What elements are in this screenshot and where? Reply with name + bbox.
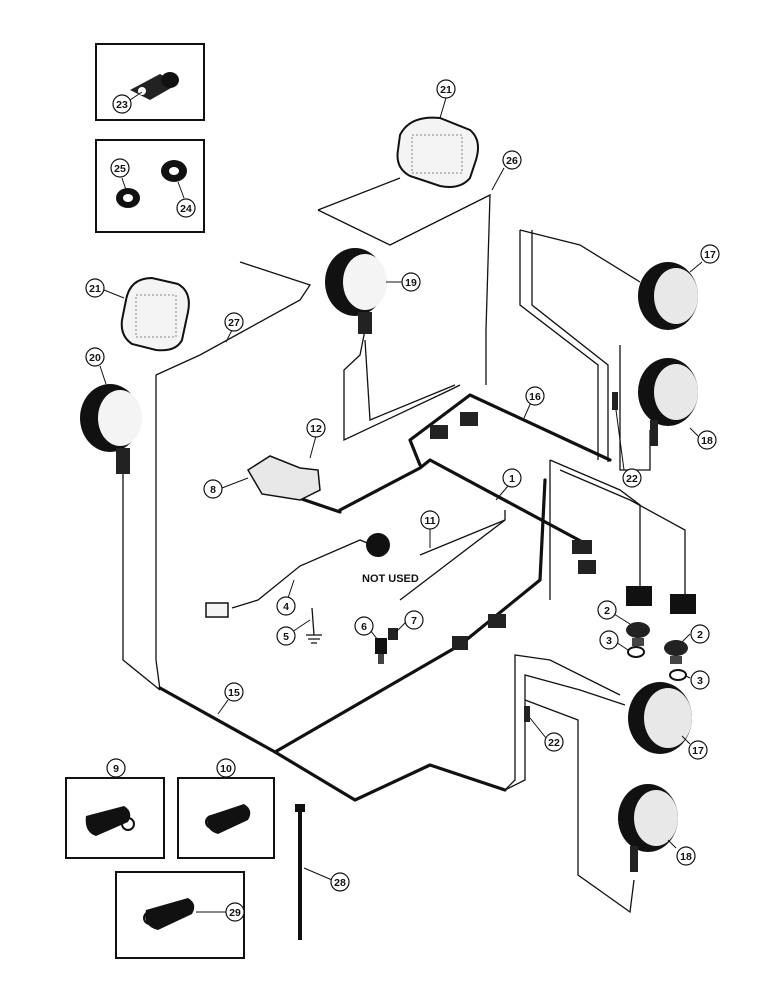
- callout-20-number: 20: [89, 352, 101, 364]
- callout-18-top: 18: [689, 427, 717, 450]
- lamp-20: [80, 384, 142, 474]
- callout-28-number: 28: [334, 877, 346, 889]
- callout-16: 16: [523, 386, 545, 419]
- callout-22-bottom-number: 22: [548, 737, 560, 749]
- callout-21-left-number: 21: [89, 283, 101, 295]
- callout-29: 29: [196, 902, 245, 922]
- callout-29-number: 29: [229, 907, 241, 919]
- part-2-switch-left: [626, 622, 650, 646]
- callout-7-number: 7: [411, 615, 417, 627]
- inset-box-clamp: [95, 43, 205, 121]
- callout-18-bottom: 18: [667, 839, 696, 866]
- callout-4: 4: [276, 579, 296, 616]
- callout-17-bottom-number: 17: [692, 745, 704, 757]
- callout-19-number: 19: [405, 277, 417, 289]
- callout-6-number: 6: [361, 621, 367, 633]
- callout-26-number: 26: [506, 155, 518, 167]
- clamp-part-23: [130, 72, 179, 100]
- callout-3-left: 3: [599, 630, 629, 651]
- callout-1: 1: [495, 468, 522, 501]
- lamp-21-left: [120, 276, 190, 352]
- callout-5-number: 5: [283, 631, 289, 643]
- callout-2-left: 2: [597, 600, 631, 625]
- part-2-switch-right: [664, 640, 688, 664]
- callout-27: 27: [224, 312, 244, 343]
- callout-19: 19: [386, 272, 421, 292]
- callout-22-top: 22: [615, 409, 642, 488]
- callout-22-top-number: 22: [626, 473, 638, 485]
- grommet-part-25: [116, 188, 140, 208]
- inset-box-terminal-9: [65, 777, 165, 859]
- callout-24-number: 24: [180, 203, 192, 215]
- callout-23: 23: [112, 91, 143, 114]
- grommet-part-24: [161, 160, 187, 182]
- callout-1-number: 1: [509, 473, 515, 485]
- lamp-18-top: [638, 358, 698, 446]
- callout-17-top-number: 17: [704, 249, 716, 261]
- lamp-21-top: [396, 116, 479, 188]
- callout-21-top-number: 21: [440, 84, 452, 96]
- callout-18-top-number: 18: [701, 435, 713, 447]
- main-harness: [158, 393, 612, 802]
- cable-tie-28: [295, 804, 305, 940]
- lamp-19: [325, 248, 387, 334]
- callout-2-right-number: 2: [697, 629, 703, 641]
- callout-15: 15: [217, 682, 244, 715]
- callout-5: 5: [276, 619, 311, 646]
- callout-21-left: 21: [85, 278, 125, 299]
- callout-7: 7: [395, 610, 424, 633]
- callout-4-number: 4: [283, 601, 289, 613]
- part-3-washer-right: [669, 669, 687, 681]
- lamp-17-bottom: [628, 682, 692, 754]
- callout-10-number: 10: [220, 763, 232, 775]
- part-6-sender: [375, 638, 387, 664]
- callout-22-bottom: 22: [529, 717, 564, 752]
- callout-17-bottom: 17: [681, 735, 708, 760]
- callout-3-left-number: 3: [606, 635, 612, 647]
- inset-box-grommets: [95, 139, 205, 233]
- inset-box-terminal-29: [115, 871, 245, 959]
- callout-2-right: 2: [681, 624, 710, 644]
- callout-10: 10: [216, 758, 236, 778]
- lamp-18-bottom: [618, 784, 678, 872]
- inset-box-terminal-10: [177, 777, 275, 859]
- callout-28: 28: [303, 867, 350, 892]
- part-3-washer-left: [627, 646, 645, 658]
- part-4-switch: [205, 533, 390, 618]
- callout-18-bottom-number: 18: [680, 851, 692, 863]
- callout-23-number: 23: [116, 99, 128, 111]
- callout-20: 20: [85, 347, 107, 385]
- callout-16-number: 16: [529, 391, 541, 403]
- callout-26: 26: [491, 150, 522, 191]
- callout-12-number: 12: [310, 423, 322, 435]
- callout-11-number: 11: [424, 515, 435, 527]
- callout-8-number: 8: [210, 484, 216, 496]
- callout-12: 12: [306, 418, 326, 459]
- callout-9: 9: [106, 758, 126, 778]
- callout-27-number: 27: [228, 317, 240, 329]
- callout-25: 25: [110, 158, 130, 191]
- callout-8: 8: [203, 477, 249, 499]
- callout-21-top: 21: [436, 79, 456, 119]
- callout-11: 11: [420, 510, 440, 548]
- not-used-label: NOT USED: [362, 573, 419, 585]
- connector-blocks: [430, 392, 696, 722]
- callout-3-right: 3: [685, 670, 710, 690]
- callout-24: 24: [176, 181, 196, 218]
- thin-wires: [122, 177, 686, 914]
- callout-2-left-number: 2: [604, 605, 610, 617]
- callout-3-right-number: 3: [697, 675, 703, 687]
- callout-15-number: 15: [228, 687, 240, 699]
- part-8-bracket: [246, 455, 321, 501]
- callout-17-top: 17: [689, 244, 720, 273]
- callout-6: 6: [354, 616, 379, 641]
- part-7-sender: [388, 628, 398, 640]
- lamp-17-top: [638, 262, 698, 330]
- callout-9-number: 9: [113, 763, 119, 775]
- callout-25-number: 25: [114, 163, 126, 175]
